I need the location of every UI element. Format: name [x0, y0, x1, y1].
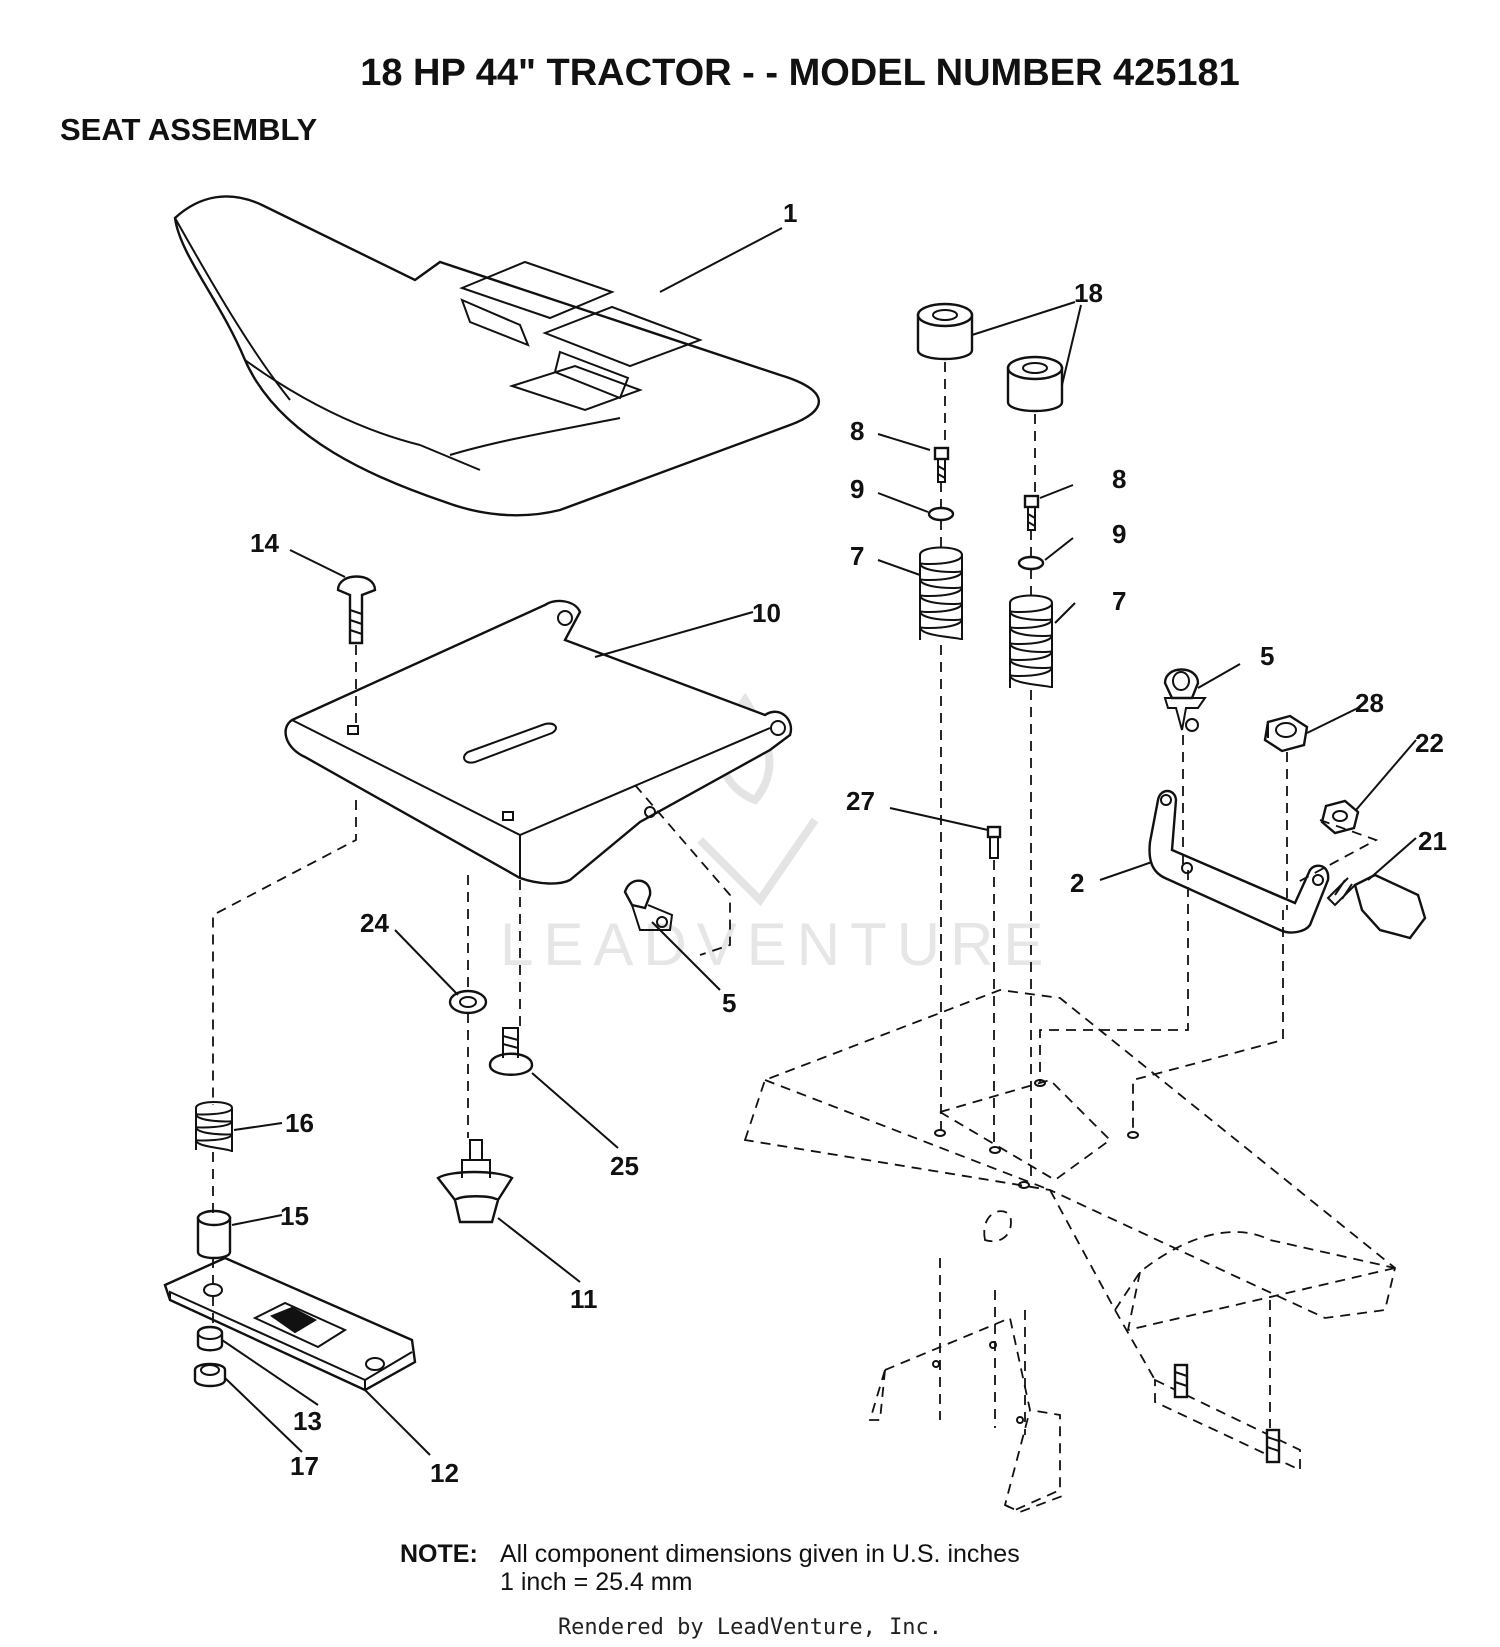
seat-pan-part — [284, 599, 793, 885]
chassis-stud-left — [1173, 1363, 1189, 1399]
callout-7-left: 7 — [850, 541, 864, 571]
bolt-25-part — [488, 1027, 534, 1076]
nut-13-part — [196, 1325, 224, 1352]
chassis-mount-holes — [934, 1079, 1139, 1189]
carriage-bolt-part — [336, 575, 377, 645]
nut-28-part — [1263, 714, 1309, 753]
callout-15: 15 — [280, 1201, 309, 1231]
callout-9-left: 9 — [850, 474, 864, 504]
dimension-note: NOTE: All component dimensions given in U… — [400, 1540, 1020, 1596]
watermark-text: LEADVENTURE — [500, 911, 1053, 978]
callout-5-right: 5 — [1260, 641, 1274, 671]
nut-17-part — [193, 1362, 227, 1388]
seat-bracket-part — [1148, 789, 1330, 934]
callout-28: 28 — [1355, 688, 1384, 718]
tractor-chassis-dashed — [743, 989, 1397, 1513]
callout-21: 21 — [1418, 826, 1447, 856]
callout-22: 22 — [1415, 728, 1444, 758]
assembly-title: SEAT ASSEMBLY — [60, 112, 318, 147]
callout-13: 13 — [293, 1406, 322, 1436]
callout-25: 25 — [610, 1151, 639, 1181]
callout-8-right: 8 — [1112, 464, 1126, 494]
callout-27: 27 — [846, 786, 875, 816]
washer-left-part — [927, 506, 955, 522]
callout-10: 10 — [752, 598, 781, 628]
note-line-1: All component dimensions given in U.S. i… — [500, 1540, 1020, 1568]
callout-12: 12 — [430, 1458, 459, 1488]
note-line-2: 1 inch = 25.4 mm — [500, 1568, 693, 1596]
spring-right-part — [1009, 594, 1054, 689]
nut-22-part — [1320, 799, 1360, 835]
slide-plate-part — [163, 1256, 417, 1392]
diagram-title: 18 HP 44" TRACTOR - - MODEL NUMBER 42518… — [360, 52, 1240, 94]
callout-leader-lines — [221, 227, 1417, 1456]
washer-24-part — [448, 989, 488, 1015]
spacer-part — [196, 1209, 232, 1260]
bolt-21-part — [1326, 873, 1427, 940]
knob-part — [436, 1139, 514, 1224]
callout-7-right: 7 — [1112, 586, 1126, 616]
seat-bushing-left-part — [916, 302, 974, 361]
assembly-centerlines — [212, 362, 1379, 1435]
note-label: NOTE: — [400, 1540, 478, 1568]
clip-left-part — [623, 879, 674, 931]
pin-27-part — [986, 825, 1002, 859]
washer-right-part — [1017, 555, 1045, 571]
callout-8-left: 8 — [850, 416, 864, 446]
callout-9-right: 9 — [1112, 519, 1126, 549]
callout-11: 11 — [570, 1284, 598, 1314]
seat-bushing-right-part — [1006, 355, 1064, 413]
seat-cushion-part — [173, 195, 821, 517]
callout-14: 14 — [250, 528, 279, 558]
callout-16: 16 — [285, 1108, 314, 1138]
callout-17: 17 — [290, 1451, 319, 1481]
callout-5-left: 5 — [722, 988, 736, 1018]
callout-2: 2 — [1070, 868, 1084, 898]
chassis-stud-right — [1265, 1428, 1281, 1464]
pin-right-part — [1023, 494, 1040, 531]
callout-1: 1 — [783, 198, 797, 228]
callout-18: 18 — [1074, 278, 1103, 308]
render-credit: Rendered by LeadVenture, Inc. — [557, 1615, 943, 1640]
spring-16-part — [195, 1101, 234, 1153]
spring-left-part — [919, 546, 964, 641]
callout-24: 24 — [360, 908, 389, 938]
clip-right-part — [1163, 668, 1207, 732]
clip-left-dashed-path — [634, 784, 731, 956]
pin-left-part — [933, 446, 950, 483]
